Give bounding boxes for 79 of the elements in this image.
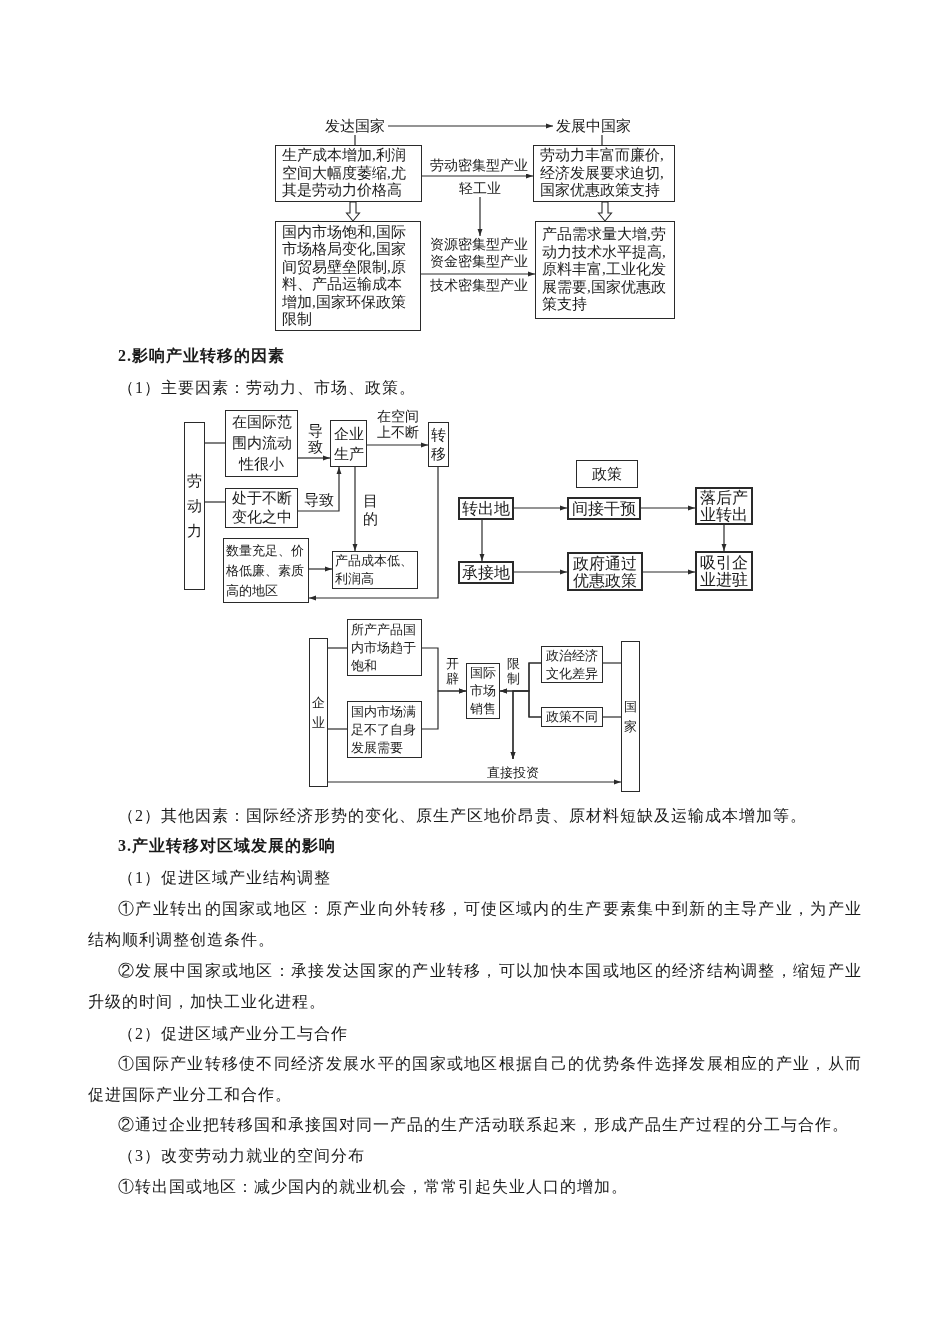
connector-line xyxy=(204,442,226,444)
body-text: ①产业转出的国家或地区：原产业向外转移，可使区域内的生产要素集中到新的主导产业，为产业结构顺利调整创造条件。 xyxy=(88,899,862,950)
arrow xyxy=(642,569,696,575)
arrow xyxy=(297,455,331,461)
body-text: （1）促进区域产业结构调整 xyxy=(117,868,332,888)
arrow xyxy=(513,569,568,575)
arrow xyxy=(308,566,333,572)
process-box: 国内市场满足不了自身发展需要 xyxy=(347,701,422,758)
connector-line xyxy=(602,662,622,664)
process-box: 数量充足、价格低廉、素质高的地区 xyxy=(223,538,309,603)
process-box: 产品成本低、利润高 xyxy=(332,551,418,589)
process-box: 转移 xyxy=(428,422,449,467)
connector-line xyxy=(327,728,348,730)
edge-label: 技术密集型产业 xyxy=(428,278,530,294)
process-box: 劳动力丰富而廉价,经济发展要求迫切,国家优惠政策支持 xyxy=(533,145,675,202)
arrow xyxy=(420,271,536,277)
process-box: 处于不断变化之中 xyxy=(225,488,298,528)
body-text: （3）改变劳动力就业的空间分布 xyxy=(117,1146,366,1166)
connector-line xyxy=(204,501,226,503)
hollow-arrow xyxy=(597,201,613,222)
arrow xyxy=(477,196,483,237)
process-box: 国内市场饱和,国际市场格局变化,国家间贸易壁垒限制,原料、产品运输成本增加,国家环保政策限制 xyxy=(275,221,421,331)
process-box: 企业生产 xyxy=(330,420,367,467)
edge-label: 直接投资 xyxy=(485,765,541,780)
process-box: 政策 xyxy=(576,460,638,488)
edge-label: 目的 xyxy=(362,492,378,528)
process-box: 间接干预 xyxy=(567,497,641,520)
edge-label: 在空间上不断 xyxy=(375,409,421,441)
process-box: 在国际范围内流动性很小 xyxy=(225,410,298,477)
edge-label: 导致 xyxy=(302,492,336,508)
process-box: 政治经济文化差异 xyxy=(541,646,603,683)
process-box: 政策不同 xyxy=(541,707,603,727)
arrow xyxy=(327,779,622,785)
arrow xyxy=(640,505,696,511)
arrow xyxy=(421,688,467,730)
arrow xyxy=(421,173,534,179)
body-text: （2）促进区域产业分工与合作 xyxy=(117,1024,349,1044)
body-text: ①转出国或地区：减少国内的就业机会，常常引起失业人口的增加。 xyxy=(117,1177,629,1197)
process-box: 所产产品国内市场趋于饱和 xyxy=(347,619,422,676)
body-text: （1）主要因素：劳动力、市场、政策。 xyxy=(117,378,417,398)
body-text: ②通过企业把转移国和承接国对同一产品的生产活动联系起来，形成产品生产过程的分工与合作。 xyxy=(117,1115,850,1135)
arrow xyxy=(510,690,542,760)
process-box: 生产成本增加,利润空间大幅度萎缩,尤其是劳动力价格高 xyxy=(275,145,422,202)
process-box: 国际市场销售 xyxy=(466,663,500,719)
arrow xyxy=(513,505,568,511)
edge-label: 导致 xyxy=(307,423,323,455)
hollow-arrow xyxy=(345,201,361,222)
text-label: 发达国家 xyxy=(322,117,388,135)
process-box: 吸引企业进驻 xyxy=(695,551,753,591)
process-box: 承接地 xyxy=(458,561,514,584)
label-bar: 劳动力 xyxy=(184,422,205,590)
connector-line xyxy=(601,134,603,146)
process-box: 产品需求量大增,劳动力技术水平提高,原料丰富,工业化发展需要,国家优惠政策支持 xyxy=(535,221,675,319)
text-label: 资源密集型产业 资金密集型产业 xyxy=(428,236,530,270)
body-text: （2）其他因素：国际经济形势的变化、原生产区地价昂贵、原材料短缺及运输成本增加等。 xyxy=(117,806,808,826)
body-text: ②发展中国家或地区：承接发达国家的产业转移，可以加快本国或地区的经济结构调整，缩短产业升级的时间，加快工业化进程。 xyxy=(88,961,862,1012)
section-heading: 2.影响产业转移的因素 xyxy=(117,346,286,366)
connector-line xyxy=(602,716,622,718)
edge-label: 限制 xyxy=(506,656,521,686)
arrow xyxy=(387,123,554,129)
connector-line xyxy=(327,647,348,649)
connector-line xyxy=(354,134,356,146)
arrow xyxy=(366,442,429,448)
process-box: 政府通过优惠政策 xyxy=(567,552,643,591)
label-bar: 国家 xyxy=(621,641,640,792)
section-heading: 3.产业转移对区域发展的影响 xyxy=(117,836,337,856)
label-bar: 企业 xyxy=(309,638,328,787)
text-label: 发展中国家 xyxy=(553,117,633,135)
process-box: 转出地 xyxy=(458,497,514,520)
edge-label: 开辟 xyxy=(445,656,460,686)
arrow xyxy=(308,466,439,601)
arrow xyxy=(721,524,727,552)
arrow xyxy=(297,466,342,512)
body-text: ①国际产业转移使不同经济发展水平的国家或地区根据自己的优势条件选择发展相应的产业，从而促进国际产业分工和合作。 xyxy=(88,1054,862,1105)
arrow xyxy=(479,519,485,562)
arrow xyxy=(352,466,358,552)
edge-label: 劳动密集型产业 xyxy=(429,158,529,174)
text-label: 轻工业 xyxy=(457,180,503,197)
process-box: 落后产业转出 xyxy=(695,487,753,525)
